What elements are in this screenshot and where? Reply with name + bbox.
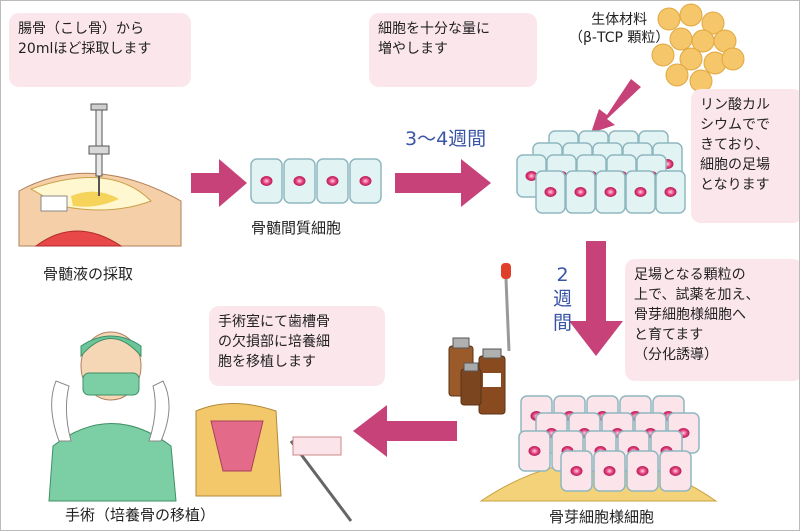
induction-note: 足場となる顆粒の 上で、試薬を加え、 骨芽細胞様細胞へ と育てます （分化誘導） — [625, 259, 799, 381]
granule — [721, 47, 745, 71]
granule — [669, 27, 693, 51]
mesenchymal-cell-label: 骨髄間質細胞 — [251, 219, 342, 237]
mesenchymal-cell — [349, 158, 382, 204]
culture-bottles-illustration — [448, 263, 511, 415]
expanded-cell — [655, 170, 686, 214]
cell-nucleus — [260, 176, 273, 186]
arrow-to-mesenchymal — [191, 159, 247, 207]
surgery-note: 手術室にて歯槽骨 の欠損部に培養細 胞を移植します — [209, 306, 385, 386]
cell-nucleus — [528, 446, 541, 456]
osteoblast-cell-label: 骨芽細胞様細胞 — [549, 508, 655, 526]
granule — [657, 7, 681, 31]
cell-nucleus — [669, 466, 682, 476]
material-label: 生体材料 （β-TCP 顆粒） — [569, 12, 670, 46]
operation-label: 手術（培養骨の移植） — [65, 506, 216, 524]
cell-nucleus — [544, 187, 557, 197]
granule — [679, 3, 703, 27]
granule — [701, 11, 725, 35]
arrow-from-material — [591, 79, 641, 133]
granule — [665, 63, 689, 87]
aspiration-label: 骨髄液の採取 — [43, 265, 134, 283]
granule — [651, 43, 675, 67]
osteoblast-like-cell — [518, 430, 551, 472]
cell-nucleus — [634, 187, 647, 197]
osteoblast-like-cell — [560, 450, 593, 492]
mesenchymal-cell — [283, 158, 316, 204]
cell-nucleus — [604, 187, 617, 197]
cell-nucleus — [293, 176, 306, 186]
cell-nucleus — [664, 187, 677, 197]
scaffold-note: リン酸カル シウムでで きており、 細胞の足場 となります — [691, 89, 799, 223]
cell-nucleus — [603, 466, 616, 476]
arrow-to-expansion — [395, 159, 491, 207]
osteoblast-like-cell — [626, 450, 659, 492]
cell-nucleus — [525, 171, 538, 181]
arrow-to-induction — [569, 241, 623, 356]
mesenchymal-cell — [316, 158, 349, 204]
cell-nucleus — [574, 187, 587, 197]
alveolar-bone-illustration — [195, 403, 353, 522]
surgeon-illustration — [48, 331, 177, 502]
osteoblast-like-cell — [659, 450, 692, 492]
osteoblast-like-cell — [593, 450, 626, 492]
expand-note: 細胞を十分な量に 増やします — [369, 13, 537, 87]
expanded-cell — [625, 170, 656, 214]
expanded-cell — [595, 170, 626, 214]
expanded-cell — [565, 170, 596, 214]
arrow-to-surgery — [353, 405, 457, 457]
harvest-note: 腸骨（こし骨）から 20mlほど採取します — [9, 13, 191, 87]
cell-nucleus — [326, 176, 339, 186]
expanded-cell — [535, 170, 566, 214]
beta-tcp-granules — [651, 3, 745, 93]
granule — [679, 47, 703, 71]
hip-aspiration-illustration — [18, 103, 182, 247]
induction-duration: 2 週 間 — [553, 264, 573, 334]
cell-nucleus — [636, 466, 649, 476]
mesenchymal-cell — [250, 158, 283, 204]
expansion-duration: 3～4週間 — [405, 128, 487, 150]
cell-nucleus — [359, 176, 372, 186]
flow-arrows — [191, 79, 641, 457]
cell-nucleus — [570, 466, 583, 476]
cell-layers — [250, 130, 700, 492]
